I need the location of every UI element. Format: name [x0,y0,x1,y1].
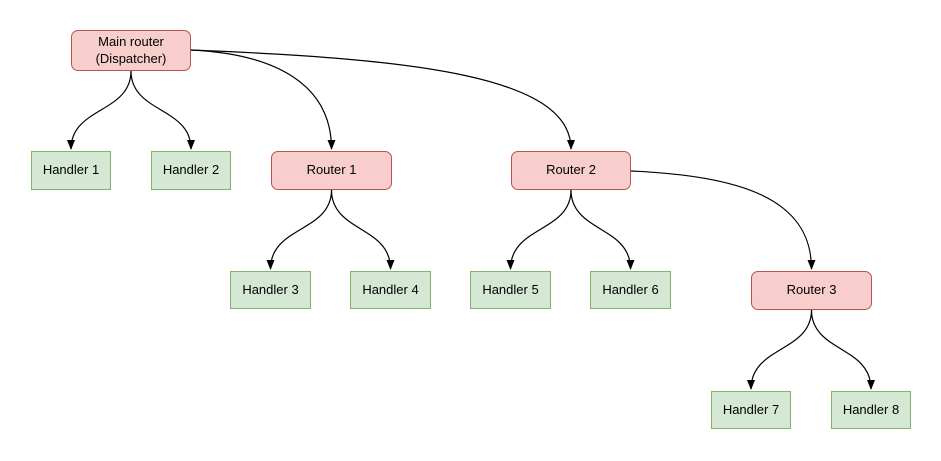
node-handler-6[interactable]: Handler 6 [590,271,671,309]
edge-router2-to-handler5 [506,189,572,270]
node-router-3[interactable]: Router 3 [751,271,872,310]
edge-main-to-handler2 [130,70,195,150]
node-handler-2[interactable]: Handler 2 [151,151,231,190]
edge-router3-to-handler7 [747,309,813,390]
node-router-2-label: Router 2 [546,162,596,178]
node-router-3-label: Router 3 [786,282,837,298]
edge-main-to-handler1 [67,70,132,150]
node-handler-3-label: Handler 3 [242,281,299,297]
node-handler-5-label: Handler 5 [482,281,539,297]
node-handler-8-label: Handler 8 [842,401,900,417]
edge-main-to-router2 [190,49,575,150]
edge-main-to-router1 [190,49,336,150]
node-handler-7[interactable]: Handler 7 [711,391,791,429]
node-handler-5[interactable]: Handler 5 [470,271,551,309]
node-handler-7-label: Handler 7 [722,401,780,417]
node-handler-4[interactable]: Handler 4 [350,271,431,309]
node-handler-6-label: Handler 6 [602,281,659,297]
node-handler-2-label: Handler 2 [162,162,220,178]
node-handler-1-label: Handler 1 [42,162,100,178]
edge-router2-to-handler6 [570,189,635,270]
node-router-1[interactable]: Router 1 [271,151,392,190]
node-router-2[interactable]: Router 2 [511,151,631,190]
node-handler-8[interactable]: Handler 8 [831,391,911,429]
node-main-router-label-line1: Main router [98,34,164,50]
node-handler-3[interactable]: Handler 3 [230,271,311,309]
edge-router2-to-router3 [630,170,816,270]
edge-router1-to-handler3 [266,189,333,270]
node-handler-1[interactable]: Handler 1 [31,151,111,190]
node-main-router-label-line2: (Dispatcher) [95,50,167,66]
edge-router1-to-handler4 [330,189,395,270]
node-handler-4-label: Handler 4 [362,281,419,297]
node-router-1-label: Router 1 [306,162,357,178]
node-main-router[interactable]: Main router (Dispatcher) [71,30,191,71]
edge-router3-to-handler8 [810,309,875,390]
